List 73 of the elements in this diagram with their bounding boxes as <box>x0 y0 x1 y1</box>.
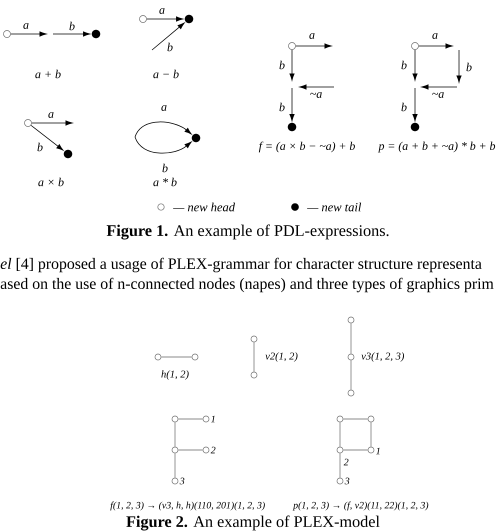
node-number: 2 <box>210 446 216 454</box>
connector-line <box>350 322 352 354</box>
figure-caption: Figure 1. An example of PDL-expressions. <box>106 224 389 240</box>
body-text: el [4] proposed a usage of PLEX-grammar for character structure representa <box>0 258 482 272</box>
node-number: 1 <box>211 416 215 422</box>
hollow-circle <box>3 30 11 38</box>
hollow-circle <box>288 42 296 50</box>
filled-dot <box>92 30 100 38</box>
edge-label: b <box>69 22 75 30</box>
arrow <box>412 88 418 122</box>
arrow <box>31 120 73 126</box>
connector-line <box>174 422 176 448</box>
arrow <box>10 31 47 37</box>
edge-label: b <box>167 42 173 52</box>
hollow-circle <box>139 15 147 23</box>
connector-line <box>174 452 176 478</box>
expression-caption: a * b <box>153 178 177 186</box>
expression-caption: a − b <box>153 70 179 78</box>
arrow <box>146 16 184 22</box>
filled-dot <box>184 14 194 24</box>
node-number: 3 <box>344 478 350 484</box>
figure-caption: Figure 2. An example of PLEX-model <box>126 516 380 530</box>
edge-label: a <box>159 8 165 14</box>
arrow <box>290 49 295 81</box>
filled-dot <box>288 122 296 132</box>
body-text: ased on the use of n-connected nodes (napes) and three types of graphics prim <box>0 278 494 292</box>
legend-text: — new head <box>173 202 236 212</box>
arrow-label: ~a <box>432 92 444 98</box>
edge-label: b <box>279 60 285 70</box>
formula: p = (a + b + ~a) * b + b <box>378 142 496 152</box>
primitive-label: h(1, 2) <box>161 370 189 380</box>
legend-text: — new tail <box>307 202 362 212</box>
hollow-circle <box>24 119 32 127</box>
filled-dot <box>192 134 200 142</box>
edge-label: b <box>401 102 407 112</box>
arrow <box>418 43 453 49</box>
expression-caption: a + b <box>35 70 61 78</box>
edge-label: b <box>401 60 407 70</box>
edge-label: b <box>279 102 285 112</box>
connector-line <box>178 418 204 420</box>
arrow <box>52 31 90 37</box>
node-number: 1 <box>376 448 380 454</box>
edge-label: b <box>37 142 43 152</box>
connector-line <box>160 356 192 358</box>
node-number: 3 <box>180 478 184 484</box>
arrow <box>30 124 64 151</box>
arrow <box>290 88 295 122</box>
formula: f(1, 2, 3) → (v3, h, h)(110, 201)(1, 2, 3) <box>110 502 265 510</box>
formula: p(1, 2, 3) → (f, v2)(11, 22)(1, 2, 3) <box>292 502 428 510</box>
filled-dot <box>410 122 420 132</box>
expression-caption: a × b <box>38 178 64 186</box>
connector-line <box>350 360 352 390</box>
arrow <box>134 122 192 138</box>
edge-label: b <box>162 164 168 172</box>
arrow <box>295 43 332 49</box>
arrow <box>134 136 192 154</box>
arrow-label: ~a <box>310 92 322 98</box>
hollow-circle <box>411 42 419 50</box>
arrow <box>412 49 418 81</box>
edge-label: a <box>432 33 438 39</box>
node-number: 2 <box>344 458 348 466</box>
edge-label: a <box>48 112 54 118</box>
edge-label: a <box>23 23 29 29</box>
filled-dot <box>64 150 72 158</box>
arrow <box>152 22 185 50</box>
primitive-label: v3(1, 2, 3) <box>361 352 404 362</box>
primitive-label: v2(1, 2) <box>265 352 298 362</box>
connector-line <box>342 418 368 420</box>
arrow-label: b <box>466 62 472 72</box>
formula: f = (a × b − ~a) + b <box>258 142 355 152</box>
connector-line <box>370 422 372 448</box>
edge-label: a <box>309 33 315 39</box>
edge-label: a <box>161 105 167 111</box>
